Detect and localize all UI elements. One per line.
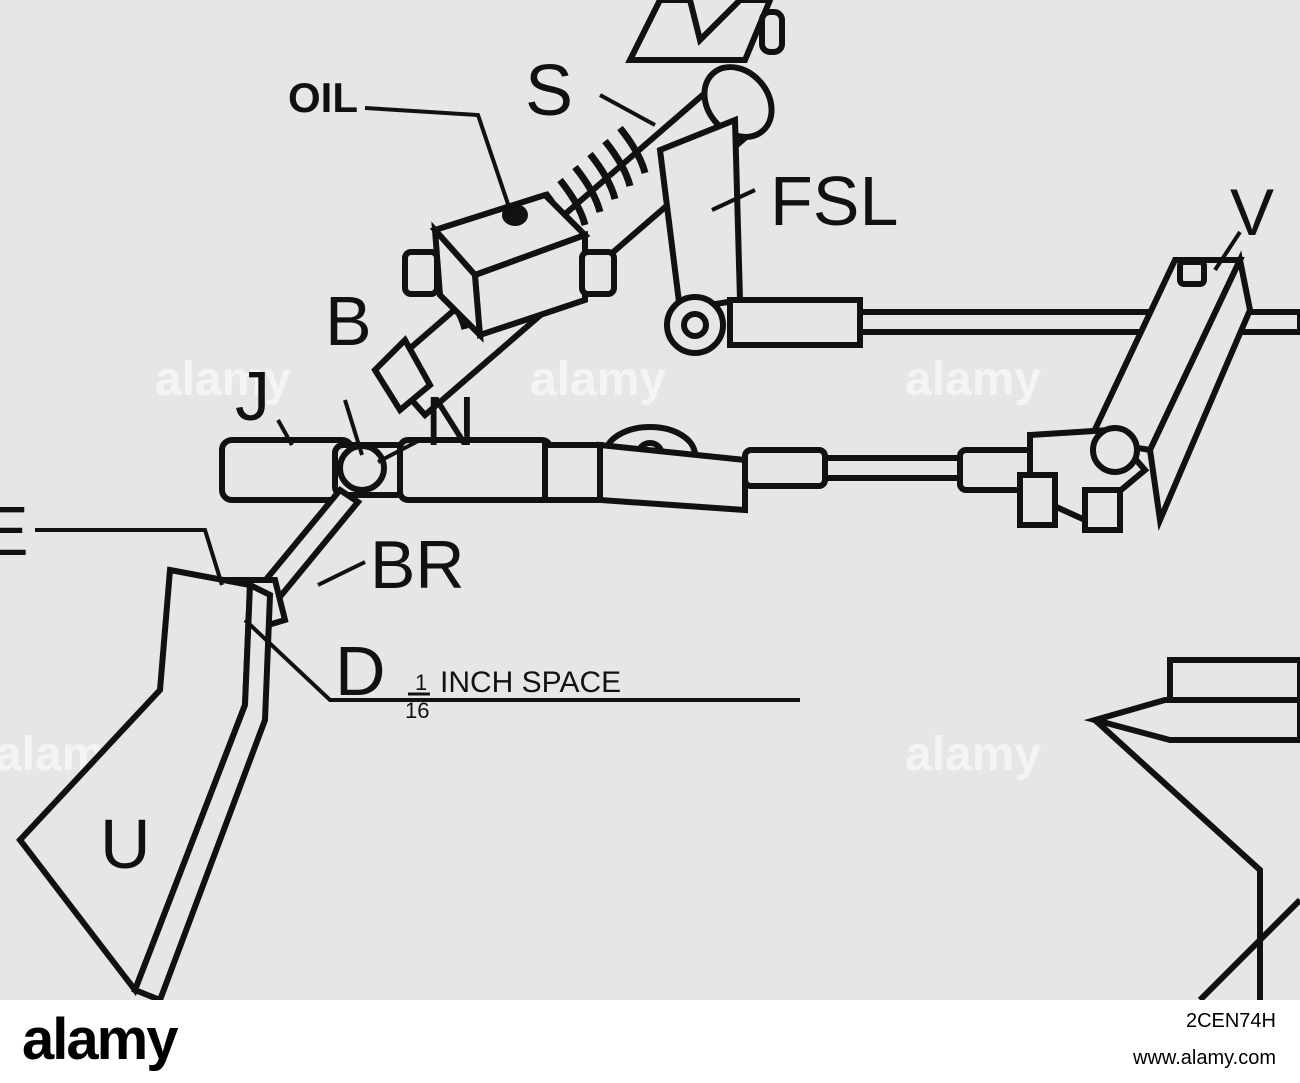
- diagram-area: alamy alamy alamy alamy alamy: [0, 0, 1300, 1000]
- label-b: B: [325, 282, 372, 360]
- image-id: 2CEN74H: [1185, 1010, 1276, 1032]
- label-n: N: [425, 382, 476, 460]
- footer-url[interactable]: www.alamy.com: [1133, 1047, 1276, 1069]
- label-s: S: [525, 51, 573, 131]
- oil-block: [402, 191, 617, 343]
- label-u: U: [100, 805, 151, 883]
- label-fraction-denominator: 16: [405, 698, 429, 723]
- label-br: BR: [370, 527, 464, 603]
- footer-bar: alamy 2CEN74H www.alamy.com: [0, 1000, 1300, 1083]
- watermark: alamy: [530, 353, 666, 406]
- footer-logo[interactable]: alamy: [22, 1007, 178, 1072]
- label-oil: OIL: [288, 74, 358, 121]
- label-e: E: [0, 492, 29, 570]
- label-fsl: FSL: [770, 162, 898, 240]
- j-rod: [219, 424, 1150, 533]
- label-d: D: [335, 632, 386, 710]
- label-inch-space: INCH SPACE: [440, 666, 621, 699]
- u-plate: [16, 566, 274, 1000]
- pointer-lines: [35, 93, 1242, 702]
- right-block: [1083, 657, 1300, 1000]
- top-bracket: [625, 0, 785, 63]
- label-fraction-numerator: 1: [415, 670, 427, 695]
- watermark: alamy: [905, 353, 1041, 406]
- watermark: alamy: [155, 353, 291, 406]
- watermark: alamy: [905, 728, 1041, 781]
- footer-meta: 2CEN74H www.alamy.com: [1133, 1010, 1276, 1070]
- v-bracket: [1085, 250, 1254, 532]
- fsl-lever: [656, 115, 744, 356]
- label-j: J: [235, 357, 270, 435]
- mechanism-diagram: alamy alamy alamy alamy alamy: [0, 0, 1300, 1000]
- watermark-group: alamy alamy alamy alamy alamy: [0, 353, 1041, 781]
- label-v: V: [1230, 175, 1274, 249]
